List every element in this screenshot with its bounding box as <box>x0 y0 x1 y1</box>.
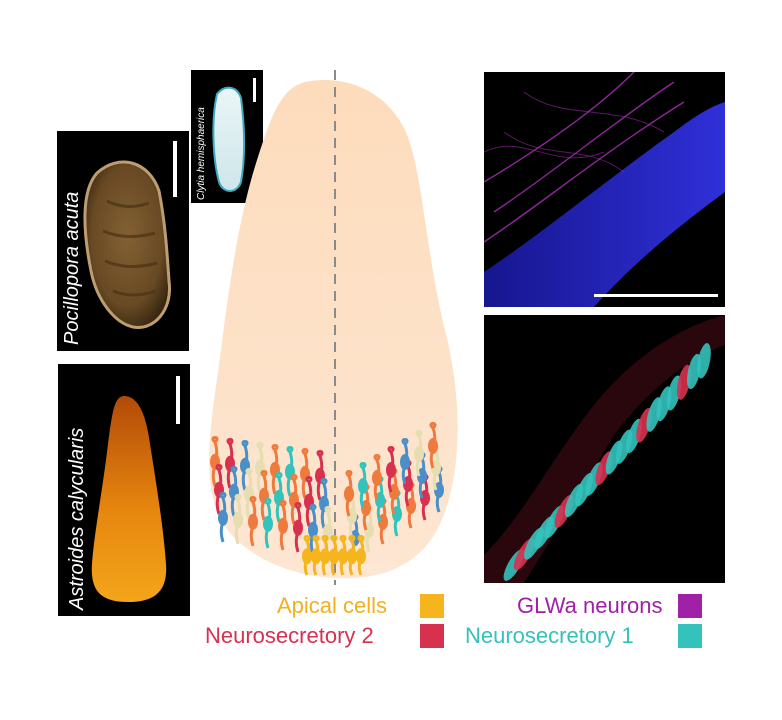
fish-cell-18 <box>687 353 701 390</box>
neuron-left-22-soma <box>308 521 318 538</box>
apical-cell-6-soma <box>356 548 366 565</box>
neuron-right-31-soma <box>347 508 357 524</box>
neuron-left-19-soma <box>263 515 273 532</box>
neuron-right-38-soma <box>344 486 354 502</box>
scale-bar <box>176 376 180 424</box>
legend-label-neurosecretory-1: Neurosecretory 1 <box>465 623 634 648</box>
neuron-left-14 <box>305 476 313 527</box>
neuron-right-39 <box>359 462 367 509</box>
neuron-right-38 <box>345 470 353 517</box>
neuron-left-16-soma <box>218 509 228 526</box>
neuron-left-16 <box>219 492 227 543</box>
legend-swatch-glwa-neurons <box>678 594 702 618</box>
apical-cell-5-soma <box>347 548 357 565</box>
neuron-left-13 <box>290 474 298 525</box>
neuron-right-40-soma <box>372 470 382 486</box>
neuron-right-35-soma <box>403 476 413 492</box>
neuron-left-17 <box>234 494 242 545</box>
neuron-left-18 <box>249 496 257 547</box>
legend-swatch-neurosecretory-1 <box>678 624 702 648</box>
apical-cell-0-soma <box>302 548 312 565</box>
clytia-larva-photo: Clytia hemisphaerica <box>191 70 263 203</box>
neuron-right-36-soma <box>417 468 427 484</box>
species-label-pocillopora: Pocillopora acuta <box>61 191 83 345</box>
neuron-right-43 <box>415 430 423 477</box>
neurosecretory-fish-image <box>484 315 725 583</box>
species-label-astroides: Astroides calycularis <box>66 427 88 610</box>
neuron-right-25-soma <box>364 522 374 538</box>
apical-cell-3 <box>330 535 338 576</box>
neuron-left-11 <box>260 470 268 521</box>
neuron-right-28-soma <box>406 498 416 514</box>
legend-label-glwa-neurons: GLWa neurons <box>517 593 663 618</box>
apical-cell-2 <box>321 535 329 576</box>
neuron-left-21 <box>294 502 302 553</box>
neuron-left-6 <box>301 448 309 499</box>
scale-bar <box>594 294 718 297</box>
apical-cell-4-soma <box>338 548 348 565</box>
neuron-right-42-soma <box>400 454 410 470</box>
neuron-left-1 <box>226 438 234 489</box>
scale-bar <box>173 141 177 197</box>
neuron-right-26-soma <box>378 514 388 530</box>
legend-label-neurosecretory-2: Neurosecretory 2 <box>205 623 374 648</box>
neuron-right-30-soma <box>434 482 444 498</box>
neuron-left-12 <box>275 472 283 523</box>
apical-cell-0 <box>303 535 311 576</box>
neuron-right-41-soma <box>386 462 396 478</box>
neuron-right-41 <box>387 446 395 493</box>
larva-schematic <box>209 70 458 585</box>
neuron-left-20-soma <box>278 517 288 534</box>
neuron-right-29-soma <box>420 490 430 506</box>
glwa-immunostaining-image <box>484 72 725 307</box>
neuron-left-3 <box>256 442 264 493</box>
pocillopora-larva-photo: Pocillopora acuta <box>57 131 189 351</box>
neuron-left-4 <box>271 444 279 495</box>
neuron-left-19 <box>264 498 272 549</box>
neuron-left-9 <box>230 466 238 517</box>
apical-cell-1 <box>312 535 320 576</box>
neuron-right-27-soma <box>392 506 402 522</box>
fish-cell-19 <box>697 343 711 379</box>
apical-cell-5 <box>348 535 356 576</box>
neuron-left-10 <box>245 468 253 519</box>
neuron-right-34-soma <box>389 484 399 500</box>
apical-cell-6 <box>357 535 365 576</box>
apical-cell-1-soma <box>311 548 321 565</box>
neuron-left-5 <box>286 446 294 497</box>
neuron-right-33-soma <box>375 492 385 508</box>
neuron-left-0 <box>211 436 219 487</box>
neuron-right-40 <box>373 454 381 501</box>
neuron-right-37-soma <box>431 460 441 476</box>
apical-cell-3-soma <box>329 548 339 565</box>
neuron-left-22 <box>309 504 317 555</box>
neuron-left-17-soma <box>233 511 243 528</box>
neuron-left-2 <box>241 440 249 491</box>
larva-body <box>209 80 458 579</box>
neuron-left-8 <box>215 464 223 515</box>
neuron-left-20 <box>279 500 287 551</box>
neuron-right-43-soma <box>414 446 424 462</box>
neuron-right-39-soma <box>358 478 368 494</box>
legend-label-apical-cells: Apical cells <box>277 593 388 618</box>
neuron-cluster <box>210 422 444 576</box>
neuron-right-44-soma <box>428 438 438 454</box>
neuron-right-44 <box>429 422 437 469</box>
neuron-left-18-soma <box>248 513 258 530</box>
apical-cell-2-soma <box>320 548 330 565</box>
neuron-left-21-soma <box>293 519 303 536</box>
neuron-left-15 <box>320 478 328 529</box>
neuron-left-7 <box>316 450 324 501</box>
astroides-larva-photo: Astroides calycularis <box>58 364 190 616</box>
neuron-right-32-soma <box>361 500 371 516</box>
legend-swatch-apical-cells <box>420 594 444 618</box>
apical-cell-4 <box>339 535 347 576</box>
scale-bar <box>253 78 256 102</box>
legend-swatch-neurosecretory-2 <box>420 624 444 648</box>
neuron-right-42 <box>401 438 409 485</box>
